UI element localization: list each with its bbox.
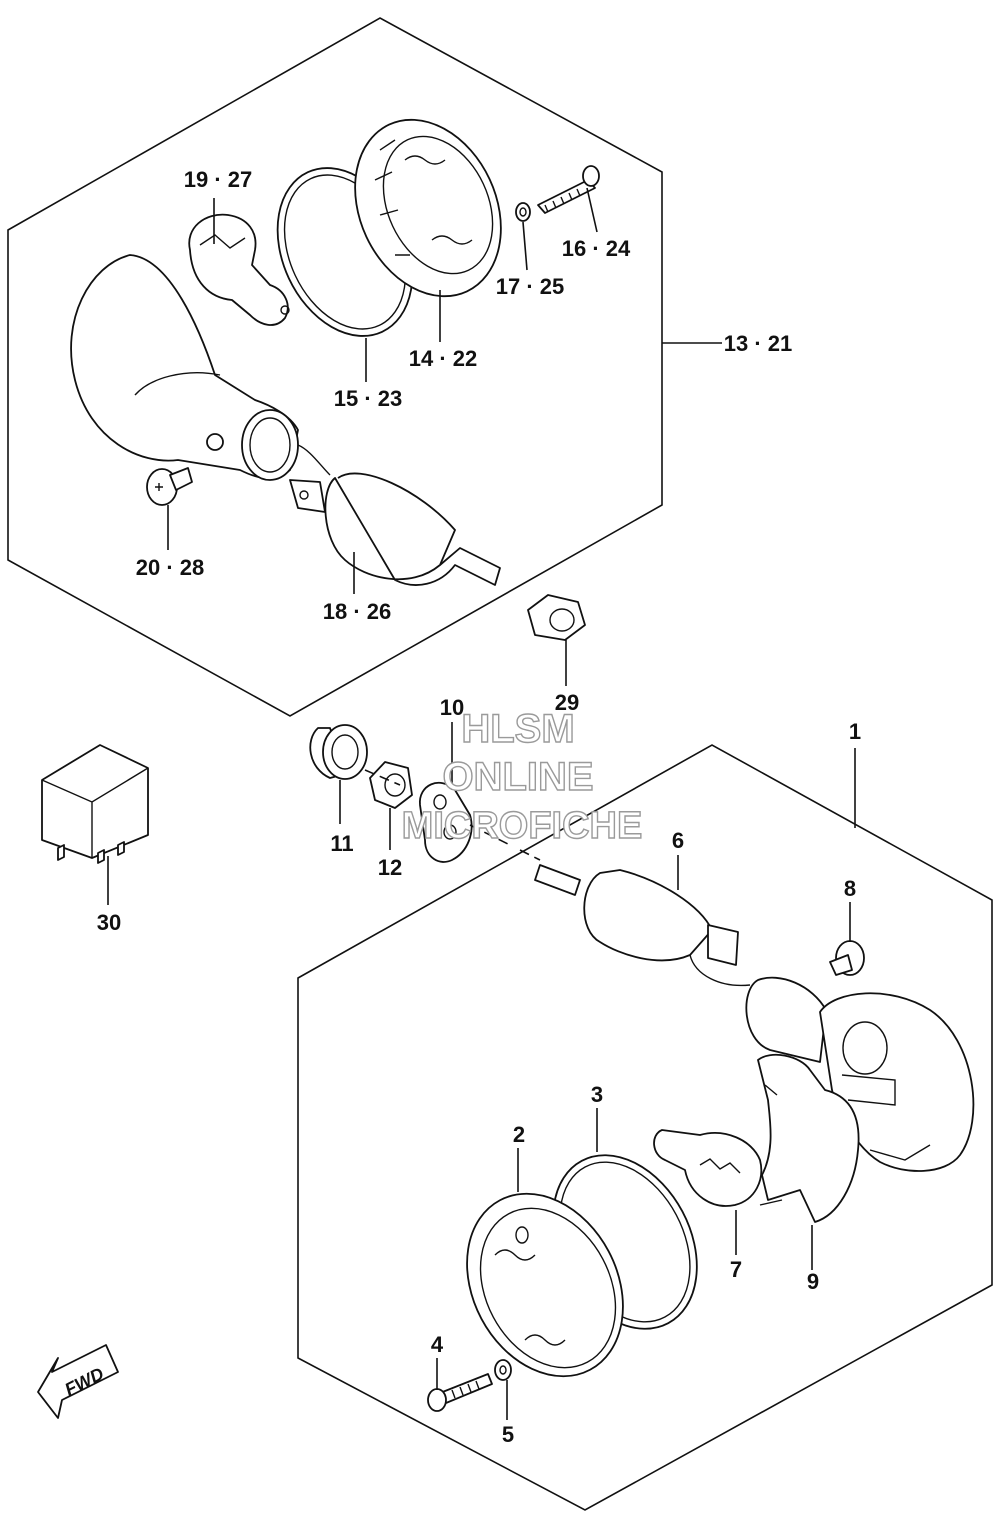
- lower-stem: [534, 864, 751, 987]
- callout-19-27: 19 · 27: [184, 167, 253, 192]
- watermark-line-1: HLSM: [461, 707, 574, 751]
- callout-1: 1: [849, 719, 861, 744]
- bracket: [419, 781, 473, 863]
- callout-2: 2: [513, 1122, 525, 1147]
- lower-bulb: [653, 1129, 763, 1207]
- upper-screw: [537, 165, 600, 214]
- callout-11: 11: [330, 831, 353, 856]
- watermark-line-3: MICROFICHE: [402, 805, 643, 847]
- fwd-direction-arrow: FWD: [37, 1344, 119, 1419]
- callout-18-26: 18 · 26: [323, 599, 392, 624]
- socket-plate: [757, 1053, 860, 1223]
- leader-lines: [107, 187, 851, 1420]
- callout-6: 6: [672, 828, 684, 853]
- watermark: HLSM ONLINE MICROFICHE: [401, 706, 643, 847]
- callout-29: 29: [555, 690, 579, 715]
- upper-housing-screw: [146, 467, 193, 506]
- lower-lens: [466, 1192, 624, 1378]
- callout-10: 10: [440, 695, 464, 720]
- callout-4: 4: [431, 1332, 444, 1357]
- callout-15-23: 15 · 23: [334, 386, 403, 411]
- callout-20-28: 20 · 28: [136, 555, 205, 580]
- callout-7: 7: [730, 1257, 742, 1282]
- watermark-line-2: ONLINE: [442, 755, 593, 799]
- upper-bulb: [188, 213, 290, 326]
- nut: [527, 594, 586, 641]
- relay: [41, 744, 149, 864]
- callout-3: 3: [591, 1082, 603, 1107]
- callout-5: 5: [502, 1422, 514, 1447]
- lower-assembly-outline: [297, 744, 993, 1511]
- upper-stem: [289, 444, 501, 586]
- callout-8: 8: [844, 876, 856, 901]
- lower-washer: [494, 1359, 512, 1381]
- upper-assembly-outline: [7, 17, 663, 717]
- callout-12: 12: [378, 855, 402, 880]
- callout-14-22: 14 · 22: [409, 346, 478, 371]
- upper-signal-housing: [70, 254, 299, 481]
- callout-17-25: 17 · 25: [496, 274, 565, 299]
- upper-washer: [515, 202, 531, 222]
- lower-housing-screw: [829, 940, 865, 976]
- callout-9: 9: [807, 1269, 819, 1294]
- upper-lens: [354, 118, 502, 298]
- callout-13-21: 13 · 21: [724, 331, 793, 356]
- callout-30: 30: [97, 910, 121, 935]
- cushion: [309, 724, 368, 780]
- callout-labels: 13 · 21 19 · 27 16 · 24 17 · 25 14 · 22 …: [97, 167, 861, 1447]
- callout-16-24: 16 · 24: [562, 236, 631, 261]
- collar: [369, 761, 413, 809]
